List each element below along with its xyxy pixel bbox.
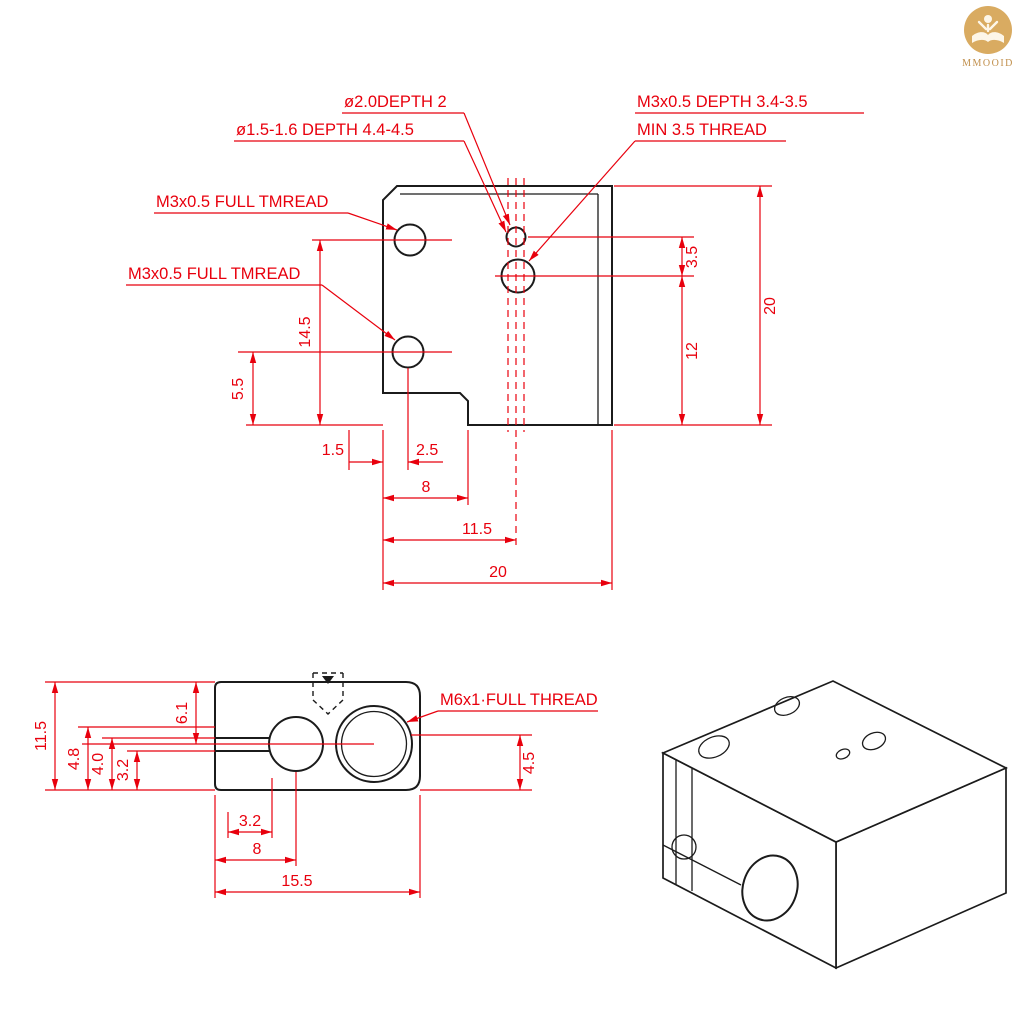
dim-label-15-5: 15.5 (281, 873, 312, 890)
front-view-drawing: M6x1·FULL THREAD 11.5 4.8 4.0 3.2 6.1 4.… (33, 672, 598, 898)
dim-label-4-8: 4.8 (66, 748, 83, 770)
top-view-holes (391, 223, 536, 369)
top-view-dimension-labels: 14.5 5.5 3.5 12 20 1.5 2.5 8 11.5 20 (230, 246, 779, 581)
dim-label-4-5: 4.5 (521, 752, 538, 774)
brand-name: MMOOID (962, 58, 1014, 69)
dim-label-1-5: 1.5 (322, 442, 344, 459)
front-view-dimension-labels: 11.5 4.8 4.0 3.2 6.1 4.5 3.2 8 15.5 (33, 702, 538, 890)
brand-logo: MMOOID (962, 6, 1014, 69)
dim-label-4-0: 4.0 (90, 753, 107, 775)
dim-label-8-bottom: 8 (253, 841, 262, 858)
dim-label-3-5: 3.5 (684, 246, 701, 268)
note-full-thread-lower: M3x0.5 FULL TMREAD (128, 265, 300, 283)
note-hole-diameter: ø2.0DEPTH 2 (344, 93, 447, 111)
dim-label-3-2-left: 3.2 (115, 759, 132, 781)
dim-label-5-5: 5.5 (230, 378, 247, 400)
dim-label-20-width: 20 (489, 564, 507, 581)
note-pilot-hole: ø1.5-1.6 DEPTH 4.4-4.5 (236, 121, 414, 139)
iso-heater-hole (741, 854, 799, 922)
iso-top-holes (698, 696, 887, 760)
iso-notch (671, 834, 697, 860)
dim-label-11-5-height: 11.5 (33, 721, 50, 751)
dim-label-20-height: 20 (762, 297, 779, 315)
front-view-dimension-lines (51, 682, 524, 896)
dim-label-14-5: 14.5 (297, 316, 314, 347)
top-view-extension-lines (238, 185, 772, 590)
cartridge-symbol (312, 672, 344, 715)
top-view-leader-notes: ø2.0DEPTH 2 ø1.5-1.6 DEPTH 4.4-4.5 M3x0.… (126, 93, 864, 341)
front-view-leader-notes: M6x1·FULL THREAD (406, 691, 598, 723)
top-view-part-outline (382, 185, 613, 426)
top-view-drawing: ø2.0DEPTH 2 ø1.5-1.6 DEPTH 4.4-4.5 M3x0.… (126, 93, 864, 590)
note-full-thread-upper: M3x0.5 FULL TMREAD (156, 193, 328, 211)
dim-label-11-5: 11.5 (462, 521, 492, 538)
dim-label-2-5: 2.5 (416, 442, 438, 459)
dim-label-12: 12 (684, 342, 701, 360)
note-thread-depth-line1: M3x0.5 DEPTH 3.4-3.5 (637, 93, 808, 111)
dim-label-3-2-bottom: 3.2 (239, 813, 261, 830)
dim-label-8: 8 (422, 479, 431, 496)
dim-label-6-1: 6.1 (174, 702, 191, 724)
note-m6-thread: M6x1·FULL THREAD (440, 691, 598, 709)
note-thread-depth-line2: MIN 3.5 THREAD (637, 121, 767, 139)
brand-logo-figure-book-icon (972, 15, 1004, 43)
front-view-part-outline (214, 672, 421, 791)
iso-front-details (662, 760, 799, 922)
top-view-dimension-lines (249, 186, 764, 587)
isometric-view-drawing (660, 680, 1009, 970)
top-view-centerlines (507, 178, 525, 547)
